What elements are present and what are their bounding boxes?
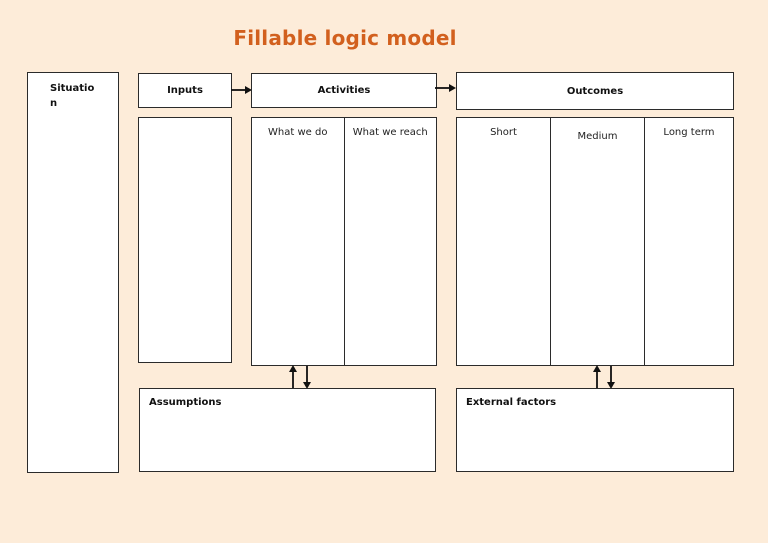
right-arrow-icon bbox=[435, 84, 456, 92]
right-arrow-icon bbox=[231, 86, 252, 94]
up-down-arrows-icon bbox=[289, 365, 311, 389]
inputs-fill-field[interactable] bbox=[138, 117, 232, 363]
outcomes-label: Outcomes bbox=[566, 85, 624, 97]
medium-term-label: Medium bbox=[577, 131, 618, 142]
what-we-reach-label: What we reach bbox=[352, 127, 428, 138]
assumptions-box[interactable]: Assumptions bbox=[139, 388, 436, 472]
activities-columns-box: What we do What we reach bbox=[251, 117, 437, 366]
short-term-cell[interactable]: Short bbox=[457, 118, 550, 365]
situation-box[interactable]: Situation bbox=[27, 72, 119, 473]
what-we-do-cell[interactable]: What we do bbox=[252, 118, 344, 365]
medium-term-cell[interactable]: Medium bbox=[550, 118, 644, 365]
long-term-cell[interactable]: Long term bbox=[644, 118, 733, 365]
external-factors-label: External factors bbox=[466, 397, 557, 408]
activities-header: Activities bbox=[251, 73, 437, 108]
outcomes-columns-box: Short Medium Long term bbox=[456, 117, 734, 366]
inputs-label: Inputs bbox=[167, 85, 203, 96]
short-term-label: Short bbox=[490, 127, 517, 138]
situation-label: Situation bbox=[50, 83, 95, 109]
activities-label: Activities bbox=[317, 85, 371, 96]
assumptions-label: Assumptions bbox=[149, 397, 222, 408]
what-we-reach-cell[interactable]: What we reach bbox=[343, 118, 437, 365]
outcomes-header: Outcomes bbox=[456, 72, 734, 110]
up-down-arrows-icon bbox=[593, 365, 615, 389]
long-term-label: Long term bbox=[663, 127, 715, 138]
inputs-header: Inputs bbox=[138, 73, 232, 108]
external-factors-box[interactable]: External factors bbox=[456, 388, 734, 472]
what-we-do-label: What we do bbox=[268, 127, 328, 138]
page-title: Fillable logic model bbox=[233, 26, 457, 50]
